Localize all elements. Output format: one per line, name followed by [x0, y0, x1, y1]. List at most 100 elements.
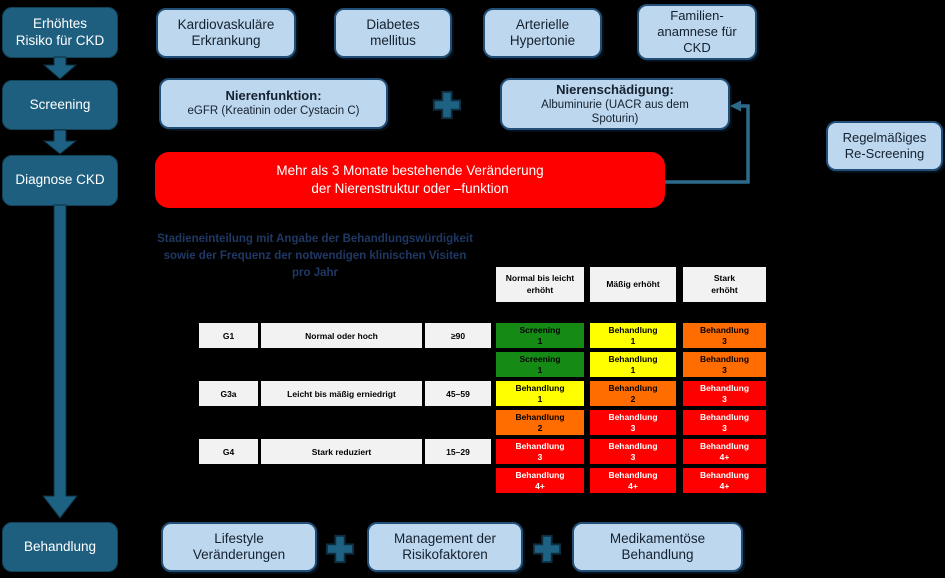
flow-box-label: Behandlung: [23, 538, 97, 554]
grid-cell-label: Behandlung: [699, 354, 750, 365]
nierenschaedigung-title: Nierenschädigung:: [556, 81, 674, 97]
grid-cell-value: 3: [630, 451, 636, 462]
flow-box-screening: Screening: [2, 80, 118, 130]
gfr-desc: Normal oder hoch: [305, 330, 378, 341]
flow-box-label: Screening: [29, 96, 91, 112]
grid-cell-label: Behandlung: [515, 412, 565, 423]
grid-cell-value: 4+: [628, 480, 638, 491]
nierenfunktion-title: Nierenfunktion:: [225, 88, 322, 104]
gfr-stage-cell: G1: [197, 321, 260, 350]
grid-cell-value: 3: [630, 422, 636, 433]
albuminuria-header-stark: Stark erhöht: [681, 265, 768, 304]
plus-icon: [324, 533, 356, 565]
header-label: Mäßig erhöht: [606, 278, 660, 289]
treatment-lifestyle-box: Lifestyle Veränderungen: [161, 522, 317, 572]
grid-cell-value: 1: [537, 364, 543, 375]
gfr-desc: Stark reduziert: [311, 446, 372, 457]
flow-box-erhoehtes-risiko: Erhöhtes Risiko für CKD: [2, 7, 118, 58]
grid-cell-value: 2: [630, 393, 636, 404]
gfr-desc-cell: Stark reduziert: [259, 437, 424, 466]
rescreening-label: Regelmäßiges Re-Screening: [842, 130, 927, 161]
diagnosis-banner-text: Mehr als 3 Monate bestehende Veränderung…: [276, 162, 544, 196]
nierenschaedigung-subtitle: Albuminurie (UACR aus dem Spoturin): [541, 98, 689, 125]
gfr-stage: G4: [222, 446, 235, 457]
grid-cell-value: 3: [722, 422, 727, 433]
left-arrowhead-icon: [730, 100, 741, 112]
gfr-range-cell: 45–59: [423, 379, 493, 408]
grid-cell-label: Behandlung: [608, 441, 658, 452]
flow-box-label: Diagnose CKD: [15, 172, 105, 188]
grid-cell-value: 3: [722, 364, 727, 375]
grid-cell-label: Behandlung: [515, 383, 565, 394]
grid-cell-label: Screening: [519, 325, 561, 336]
grid-cell-value: 4+: [719, 451, 730, 462]
grid-cell-label: Behandlung: [608, 412, 658, 423]
risk-factor-diabetes: Diabetes mellitus: [334, 8, 452, 58]
albuminuria-header-normal: Normal bis leicht erhöht: [494, 265, 586, 304]
header-label: Stark erhöht: [711, 273, 738, 295]
grid-cell-value: 4+: [535, 480, 545, 491]
treatment-riskfactor-box: Management der Risikofaktoren: [367, 522, 523, 572]
risk-factor-label: Kardiovaskuläre Erkrankung: [177, 16, 275, 48]
gfr-desc-cell: Leicht bis mäßig erniedrigt: [259, 379, 424, 408]
plus-icon: [431, 89, 463, 121]
gfr-stage-cell: G4: [197, 437, 260, 466]
grid-cell-value: 1: [630, 335, 636, 346]
grid-cell-value: 3: [722, 393, 727, 404]
flow-box-label: Erhöhtes Risiko für CKD: [15, 15, 105, 48]
gfr-stage: G3a: [220, 388, 237, 399]
nierenschaedigung-box: Nierenschädigung: Albuminurie (UACR aus …: [500, 78, 730, 130]
grid-cell-label: Behandlung: [515, 441, 565, 452]
down-arrow-icon: [42, 129, 78, 155]
plus-icon: [531, 533, 563, 565]
rescreening-box: Regelmäßiges Re-Screening: [826, 121, 943, 171]
down-arrow-icon: [42, 56, 78, 80]
gfr-range: ≥90: [450, 330, 466, 341]
grid-cell-label: Behandlung: [699, 470, 750, 481]
grid-cell-label: Behandlung: [515, 470, 565, 481]
gfr-desc-cell: Normal oder hoch: [259, 321, 424, 350]
long-down-arrow-icon: [41, 204, 79, 519]
nierenfunktion-box: Nierenfunktion: eGFR (Kreatinin oder Cys…: [159, 78, 388, 129]
grid-cell-value: 3: [537, 451, 543, 462]
grid-cell-label: Behandlung: [699, 325, 750, 336]
gfr-range-cell: 15–29: [423, 437, 493, 466]
staging-heading: Stadieneinteilung mit Angabe der Behandl…: [157, 233, 473, 279]
gfr-stage-cell: G3a: [197, 379, 260, 408]
treatment-label: Medikamentöse Behandlung: [609, 530, 706, 562]
treatment-label: Management der Risikofaktoren: [393, 530, 497, 562]
grid-cell-value: 1: [630, 364, 636, 375]
risk-factor-label: Diabetes mellitus: [366, 16, 420, 48]
grid-cell-label: Behandlung: [608, 383, 658, 394]
risk-factor-label: Arterielle Hypertonie: [509, 16, 576, 48]
grid-cell-label: Behandlung: [699, 383, 750, 394]
grid-cell-label: Behandlung: [699, 412, 750, 423]
gfr-range: 15–29: [446, 446, 470, 457]
header-label: Normal bis leicht erhöht: [505, 273, 575, 295]
flow-box-behandlung: Behandlung: [2, 522, 118, 572]
grid-cell-value: 1: [537, 335, 543, 346]
risk-factor-hypertonie: Arterielle Hypertonie: [483, 8, 602, 58]
risk-factor-familienanamnese: Familien- anamnese für CKD: [637, 4, 757, 60]
gfr-stage: G1: [222, 330, 235, 341]
flow-box-diagnose-ckd: Diagnose CKD: [2, 155, 118, 206]
risk-factor-label: Familien- anamnese für CKD: [657, 8, 737, 55]
treatment-medication-box: Medikamentöse Behandlung: [572, 522, 743, 572]
grid-cell-label: Behandlung: [608, 354, 658, 365]
